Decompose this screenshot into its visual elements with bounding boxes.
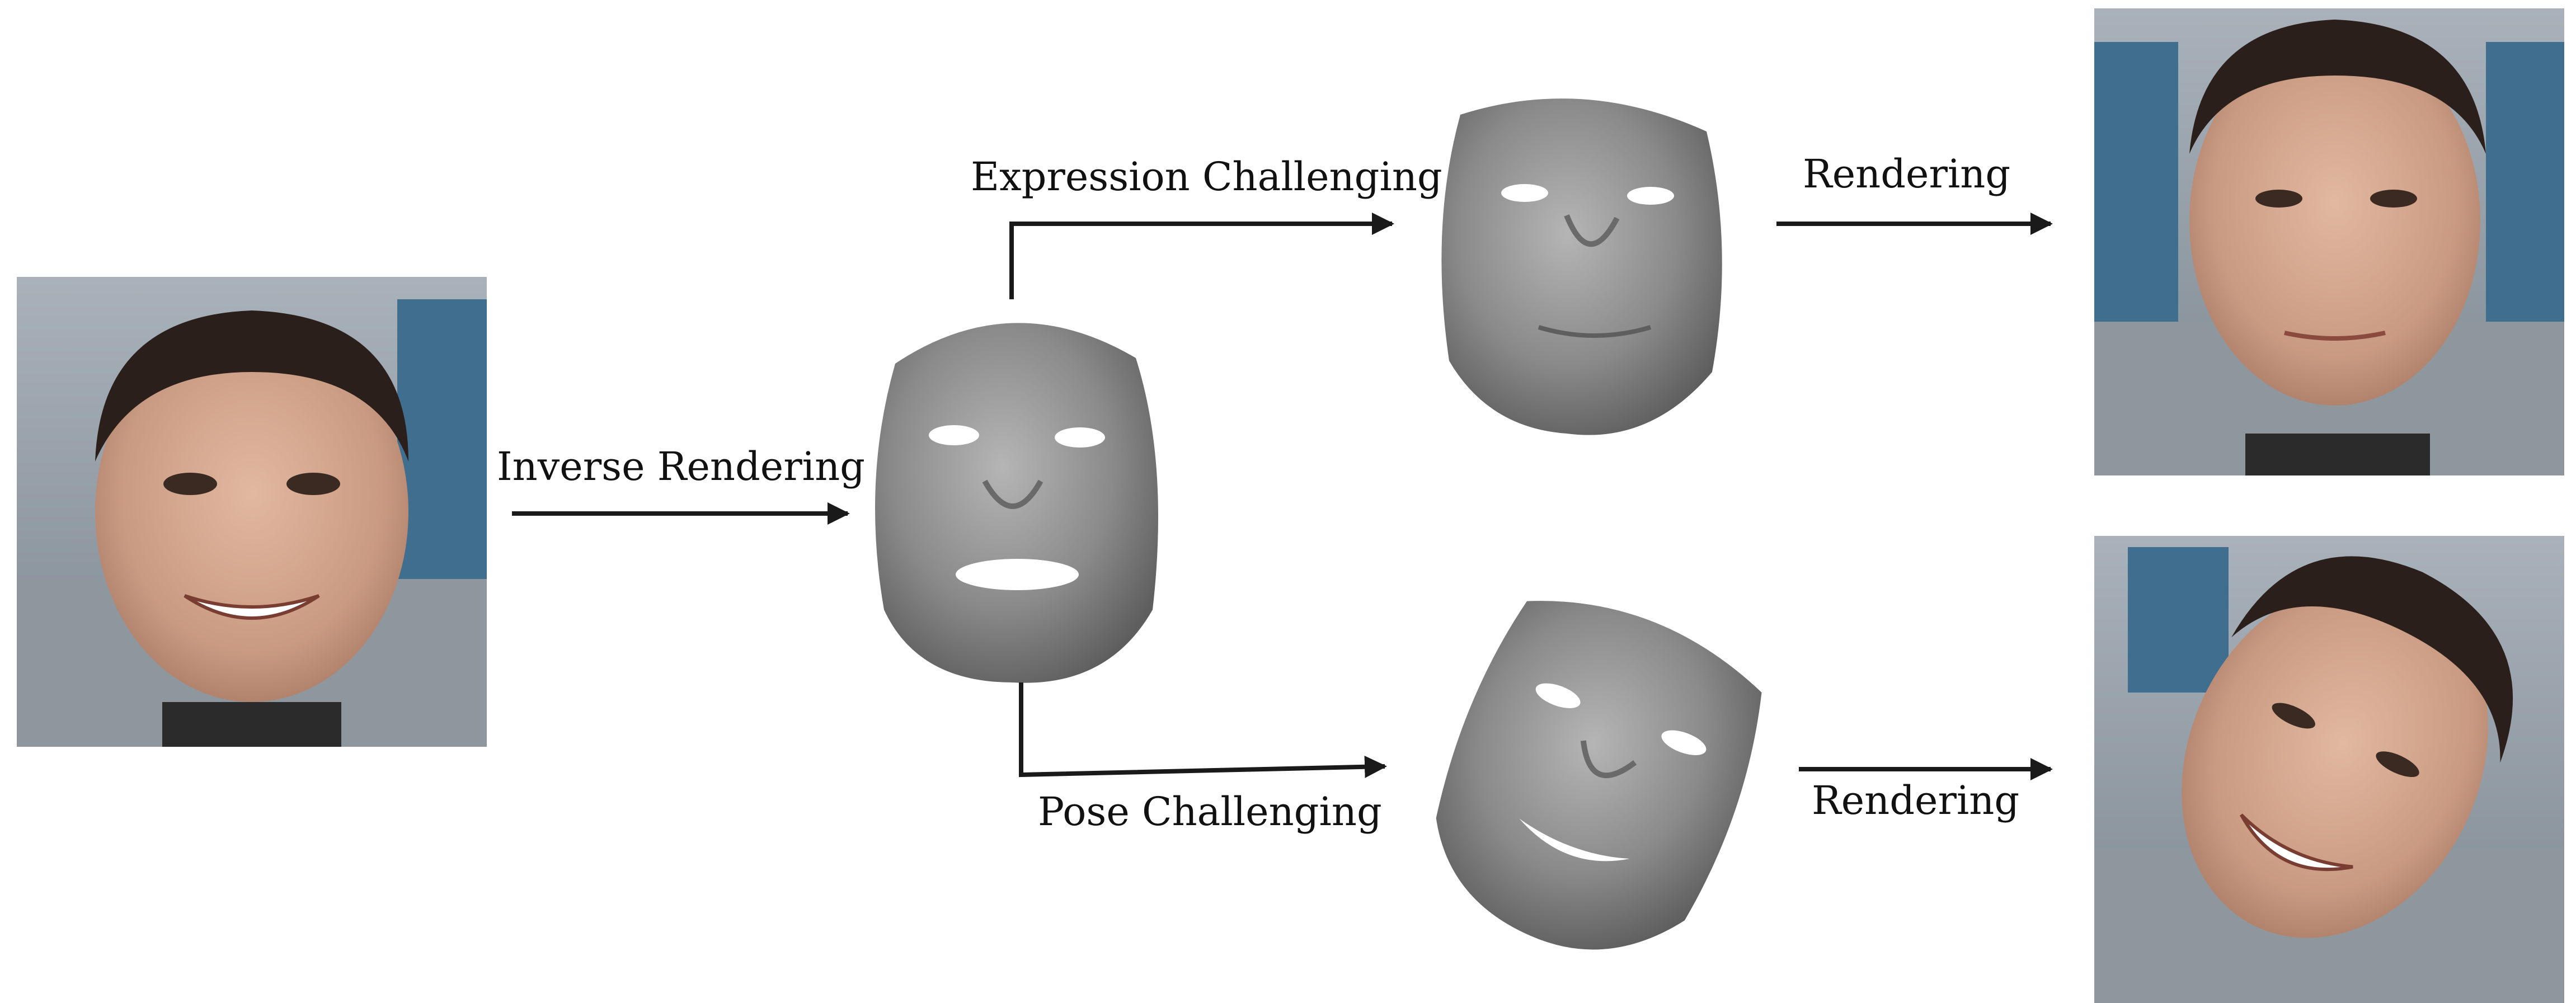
rendering-label-bottom: Rendering (1812, 778, 2019, 823)
pose-challenging-label: Pose Challenging (1038, 789, 1382, 835)
pose-face-mesh (1403, 573, 1787, 987)
rendered-pose-photo (2094, 511, 2564, 1003)
input-face-photo (17, 277, 487, 747)
rendered-expression-photo (2094, 8, 2564, 475)
neutral-face-mesh (875, 323, 1158, 682)
expression-branch-connector (1012, 224, 1392, 299)
pose-branch-connector (1021, 682, 1385, 775)
rendering-label-top: Rendering (1803, 151, 2010, 197)
inverse-rendering-label: Inverse Rendering (497, 444, 865, 489)
expression-face-mesh (1441, 98, 1722, 435)
expression-challenging-label: Expression Challenging (971, 154, 1442, 200)
